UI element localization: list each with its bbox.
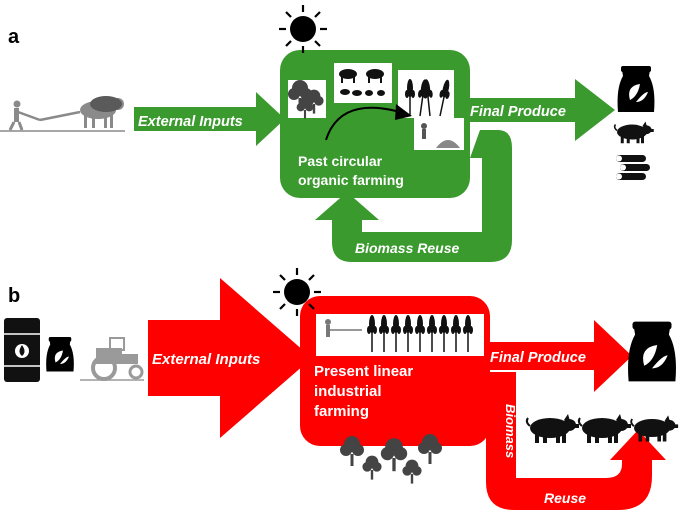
pig-icon <box>613 120 655 144</box>
trees-icon <box>340 434 442 484</box>
external-inputs-arrow-b <box>148 278 312 438</box>
biomass-reuse-arrow <box>486 372 666 510</box>
fertilizer-bag-icon <box>628 321 676 382</box>
livestock-icon <box>334 63 392 103</box>
external-inputs-label-a: External Inputs <box>138 114 243 130</box>
biomass-reuse-loop <box>315 130 512 262</box>
sun-icon <box>279 5 327 53</box>
final-produce-arrow-b <box>486 320 632 392</box>
cycle-arrow-icon <box>325 106 401 141</box>
plough-oxen-icon <box>0 96 125 132</box>
panel-b: External Inputs Final Produce Present li… <box>4 268 679 510</box>
biomass-label: Biomass <box>503 404 518 458</box>
fertilizer-bag-icon <box>617 66 655 112</box>
wheat-icon <box>398 70 454 118</box>
present-farming-line2: industrial <box>314 383 382 400</box>
cycle-arrowhead <box>395 104 412 120</box>
present-farming-line1: Present linear <box>314 363 413 380</box>
final-produce-label-a: Final Produce <box>470 104 566 120</box>
external-inputs-arrow-a <box>134 92 285 146</box>
reuse-label: Reuse <box>544 490 586 506</box>
panel-a-letter: a <box>8 26 20 48</box>
final-produce-arrow-a <box>462 79 615 141</box>
panel-b-letter: b <box>8 285 21 307</box>
logs-icon <box>616 155 650 180</box>
trees-icon <box>288 80 326 119</box>
external-inputs-label-b: External Inputs <box>152 351 260 368</box>
oil-barrel-icon <box>4 318 40 382</box>
past-farming-line2: organic farming <box>298 172 404 188</box>
panel-a: External Inputs Final Produce Past circu… <box>0 5 655 262</box>
past-farming-line1: Past circular <box>298 153 383 169</box>
present-farming-line3: farming <box>314 403 369 420</box>
tractor-icon <box>80 337 144 381</box>
pig-icon <box>577 413 632 444</box>
biomass-reuse-label: Biomass Reuse <box>355 240 459 256</box>
final-produce-label-b: Final Produce <box>490 350 586 366</box>
sun-icon <box>273 268 321 316</box>
pig-icon <box>525 413 580 444</box>
farmer-compost-icon <box>414 118 464 150</box>
sprayer-field-icon <box>316 314 484 356</box>
fertilizer-bag-icon <box>46 337 74 372</box>
